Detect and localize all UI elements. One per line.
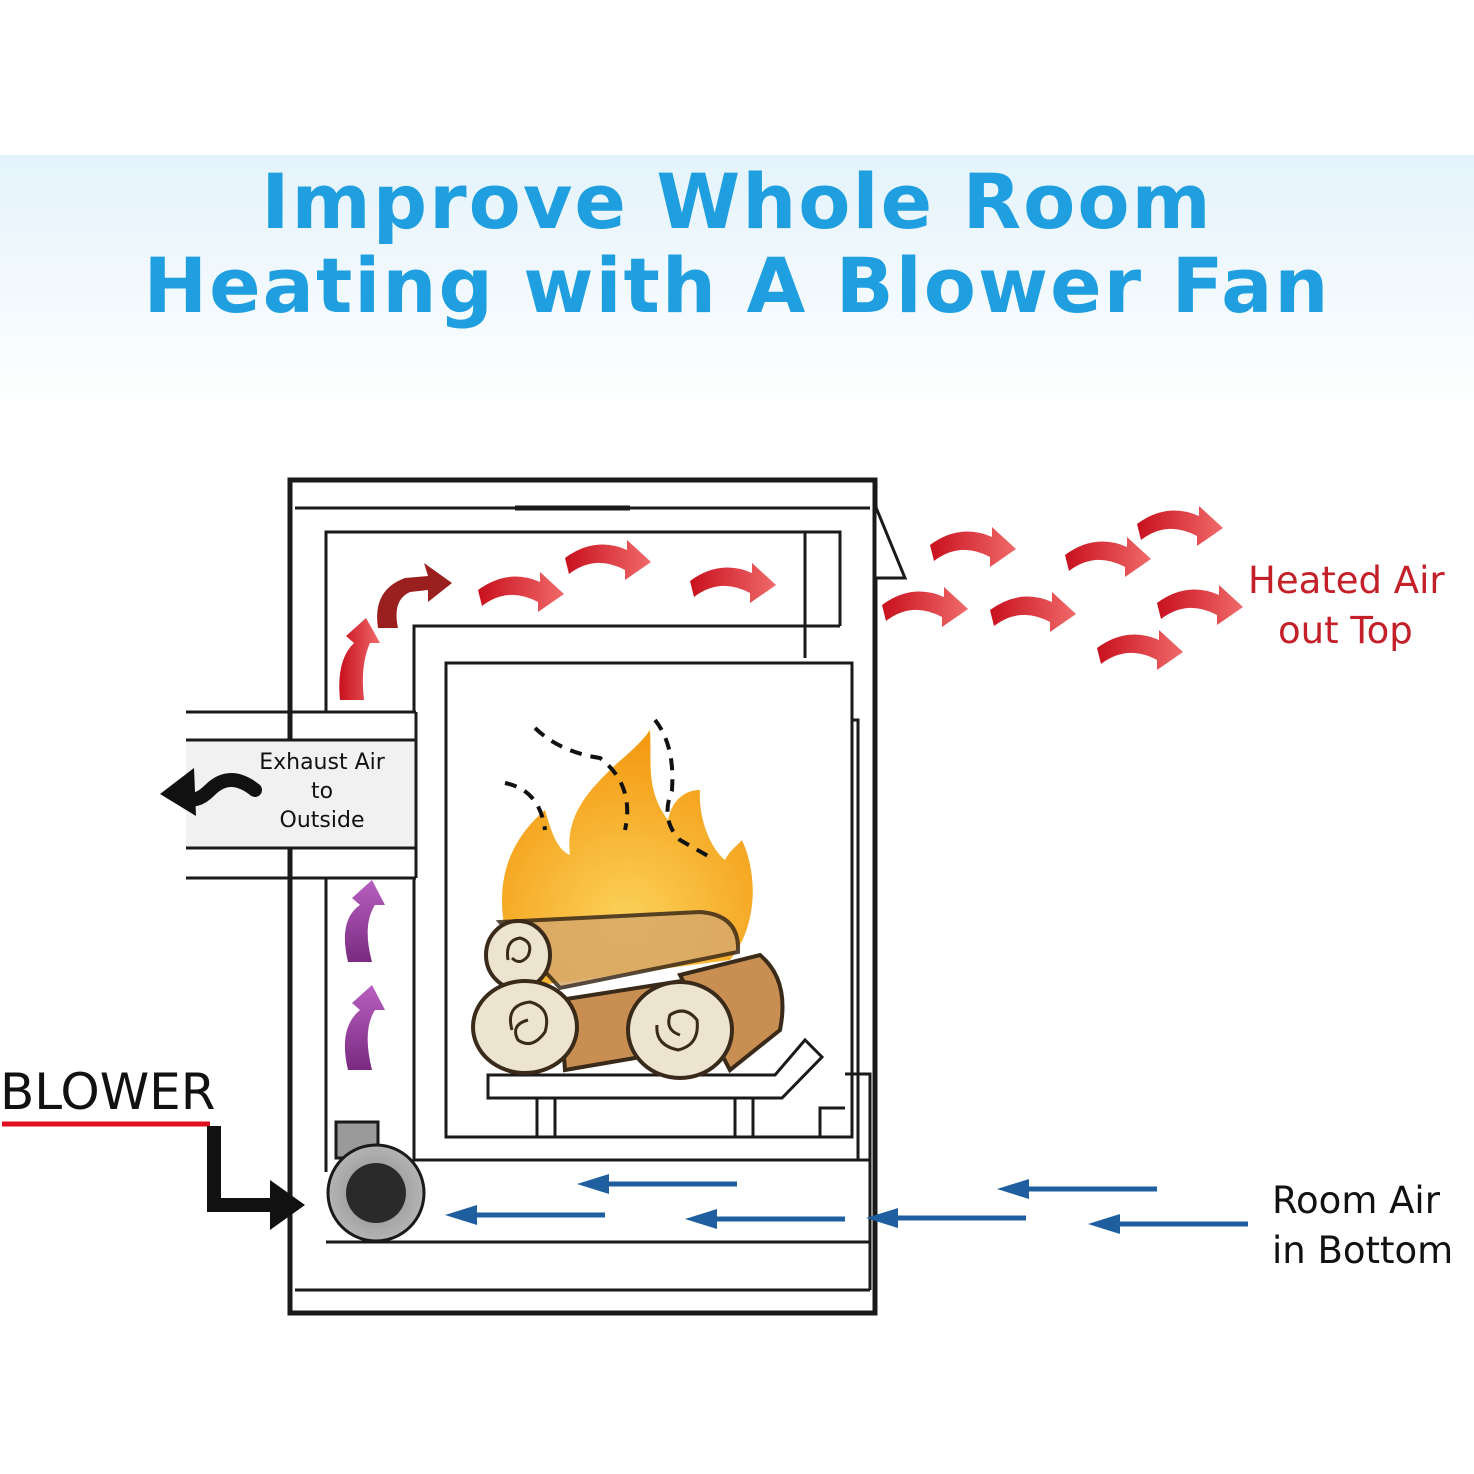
- room-air-label-line2: in Bottom: [1272, 1229, 1454, 1272]
- rising-air-arrows: [344, 880, 385, 1070]
- exhaust-pipe: [186, 710, 418, 880]
- exhaust-label-line1: Exhaust Air: [259, 750, 385, 775]
- title-background-band: [0, 155, 1474, 415]
- title-line-2: Heating with A Blower Fan: [143, 241, 1331, 330]
- page-title: Improve Whole Room Heating with A Blower…: [0, 160, 1474, 328]
- heated-air-arrows: [882, 506, 1243, 670]
- smoke-dashes: [504, 718, 716, 862]
- air-channel-walls: [324, 530, 872, 1290]
- exhaust-label: Exhaust Air to Outside: [232, 748, 412, 835]
- heated-air-label: Heated Air out Top: [1248, 556, 1445, 656]
- exhaust-label-line3: Outside: [279, 808, 365, 833]
- exhaust-label-line2: to: [310, 779, 334, 804]
- heated-air-label-line2: out Top: [1278, 609, 1413, 652]
- blower-label: BLOWER: [0, 1063, 216, 1121]
- fire-grate: [486, 1037, 825, 1139]
- exhaust-out-arrow: [160, 768, 262, 816]
- title-line-1: Improve Whole Room: [261, 157, 1213, 246]
- channel-heat-arrows: [339, 540, 776, 700]
- stove-outer-body: [287, 477, 878, 1316]
- top-vent-flap: [873, 504, 908, 580]
- firewood-logs: [471, 909, 785, 1080]
- blower-pointer: [2, 1121, 305, 1230]
- room-air-label: Room Air in Bottom: [1272, 1176, 1453, 1276]
- room-air-arrows: [445, 1174, 1248, 1234]
- heated-air-label-line1: Heated Air: [1248, 559, 1445, 602]
- firebox: [444, 661, 872, 1160]
- room-air-label-line1: Room Air: [1272, 1179, 1440, 1222]
- blower-fan-icon: [326, 1120, 426, 1243]
